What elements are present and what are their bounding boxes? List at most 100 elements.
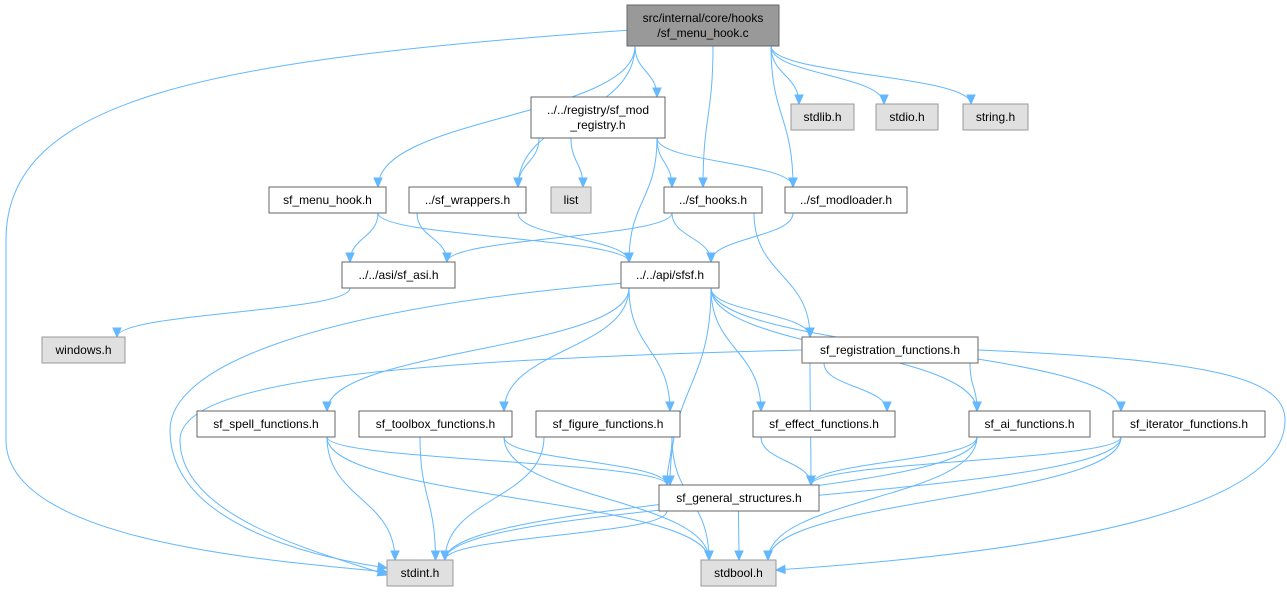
edge-sf_iterator-to-stdbool (767, 436, 1122, 561)
node-label: stdlib.h (803, 110, 841, 124)
edge-sf_mod_registry-to-sf_hooks-arrowhead (667, 177, 677, 189)
edge-sf_toolbox-to-stdint-arrowhead (430, 550, 441, 562)
edge-root-to-sf_menu_hook_h (377, 45, 636, 188)
edge-sf_wrappers-to-sf_asi (416, 212, 448, 263)
edge-sf_spell-to-sf_general (326, 436, 668, 486)
edge-sf_registration-to-sf_effect (823, 362, 888, 412)
edge-root-to-stdio-arrowhead (879, 94, 889, 106)
node-stdio: stdio.h (875, 103, 939, 131)
node-label: ../../api/sfsf.h (636, 268, 704, 282)
edge-sfsf-to-sf_spell (326, 287, 630, 412)
node-box (341, 261, 456, 289)
edge-sf_effect-to-sf_general (760, 436, 812, 486)
edge-sf_asi-to-windows-arrowhead (112, 327, 122, 339)
edge-sf_registration-to-sf_ai-arrowhead (972, 401, 982, 413)
edge-sf_wrappers-to-sfsf-arrowhead (624, 252, 634, 264)
node-sf-general[interactable]: sf_general_structures.h (658, 484, 820, 512)
node-label: /sf_menu_hook.c (657, 26, 748, 40)
node-label: sf_spell_functions.h (213, 417, 318, 431)
node-sfsf[interactable]: ../../api/sfsf.h (620, 261, 720, 289)
edge-root-to-sf_modloader (770, 45, 794, 188)
node-sf-figure[interactable]: sf_figure_functions.h (535, 410, 681, 438)
node-sf-asi[interactable]: ../../asi/sf_asi.h (341, 261, 456, 289)
edge-root-to-string-arrowhead (966, 94, 976, 106)
node-sf-toolbox[interactable]: sf_toolbox_functions.h (358, 410, 513, 438)
node-box (1112, 410, 1266, 438)
edge-sf_registration-to-stdbool (775, 349, 1286, 571)
edge-sf_general-to-stdint (444, 510, 668, 561)
node-sf-ai[interactable]: sf_ai_functions.h (968, 410, 1091, 438)
edge-sf_general-to-stdbool-arrowhead (734, 550, 744, 562)
edge-root-to-string (770, 45, 972, 105)
edge-sf_asi-to-windows (116, 287, 351, 338)
edge-sf_registration-to-stdint (179, 349, 803, 576)
edge-root-to-sf_hooks-arrowhead (698, 177, 708, 189)
edge-sf_mod_registry-to-sfsf (628, 137, 658, 263)
node-stdint: stdint.h (386, 559, 454, 587)
node-sf-mod-registry[interactable]: ../../registry/sf_mod_registry.h (530, 96, 666, 139)
node-sf-iterator[interactable]: sf_iterator_functions.h (1112, 410, 1266, 438)
node-label: sf_ai_functions.h (984, 417, 1074, 431)
node-sf-modloader[interactable]: ../sf_modloader.h (784, 186, 908, 214)
node-label: src/internal/core/hooks (643, 11, 764, 25)
node-box (663, 186, 763, 214)
edge-sf_toolbox-to-sf_general (503, 436, 668, 486)
node-box (196, 410, 336, 438)
edge-sf_mod_registry-to-sf_wrappers-arrowhead (513, 177, 523, 189)
node-label: stdbool.h (714, 566, 763, 580)
node-label: ../sf_hooks.h (679, 193, 747, 207)
node-box (41, 336, 126, 364)
node-label: sf_figure_functions.h (553, 417, 664, 431)
edge-sf_figure-to-stdint (444, 436, 545, 561)
edge-sf_registration-to-sf_effect-arrowhead (882, 401, 892, 413)
edge-sfsf-to-sf_toolbox-arrowhead (499, 401, 509, 413)
node-label: _registry.h (569, 118, 625, 132)
edge-sf_ai-to-sf_general (810, 436, 978, 486)
node-label: string.h (976, 110, 1015, 124)
edge-root-to-stdlib-arrowhead (794, 94, 804, 106)
node-sf-hooks[interactable]: ../sf_hooks.h (663, 186, 763, 214)
node-label: ../../asi/sf_asi.h (358, 268, 438, 282)
node-string: string.h (962, 103, 1029, 131)
node-box (550, 186, 592, 214)
edge-sf_iterator-to-sf_general-arrowhead (806, 475, 816, 487)
node-box (752, 410, 896, 438)
nodes-layer: src/internal/core/hooks/sf_menu_hook.c..… (41, 4, 1266, 587)
node-label: ../sf_wrappers.h (425, 193, 510, 207)
node-sf-effect[interactable]: sf_effect_functions.h (752, 410, 896, 438)
edge-sf_spell-to-stdint (326, 436, 396, 561)
edge-sf_hooks-to-sf_asi-arrowhead (442, 252, 452, 264)
node-box (968, 410, 1091, 438)
edge-sf_registration-to-stdint-arrowhead (376, 567, 389, 577)
node-sf-wrappers[interactable]: ../sf_wrappers.h (408, 186, 527, 214)
edge-root-to-sf_mod_registry-arrowhead (652, 87, 662, 99)
edge-sf_toolbox-to-stdbool (503, 436, 710, 561)
node-label: ../sf_modloader.h (800, 193, 892, 207)
node-sf-spell[interactable]: sf_spell_functions.h (196, 410, 336, 438)
node-box (626, 4, 780, 47)
node-label: sf_effect_functions.h (769, 417, 879, 431)
node-box (784, 186, 908, 214)
edge-sf_iterator-to-stdbool-arrowhead (763, 550, 773, 562)
node-label: stdio.h (889, 110, 924, 124)
edge-sfsf-to-sf_general (669, 287, 712, 486)
node-box (530, 96, 666, 139)
node-sf-registration[interactable]: sf_registration_functions.h (801, 336, 979, 364)
node-label: sf_toolbox_functions.h (376, 417, 495, 431)
edge-sfsf-to-sf_registration (710, 287, 811, 338)
node-label: windows.h (54, 343, 111, 357)
node-label: stdint.h (401, 566, 440, 580)
edge-root-to-sf_hooks (702, 45, 714, 188)
edge-sf_iterator-to-sf_general (810, 436, 1122, 486)
node-box (386, 559, 454, 587)
edge-sf_spell-to-stdint-arrowhead (390, 550, 400, 562)
edge-sf_hooks-to-sfsf (671, 212, 712, 263)
edge-sfsf-to-stdint (169, 282, 626, 569)
edge-sf_modloader-to-sfsf (710, 212, 794, 263)
node-root[interactable]: src/internal/core/hooks/sf_menu_hook.c (626, 4, 780, 47)
edge-root-to-stdint (5, 29, 632, 573)
edge-sf_figure-to-stdbool-arrowhead (704, 550, 714, 562)
edge-sf_figure-to-sf_general-arrowhead (662, 475, 672, 487)
node-sf-menu-hook-h[interactable]: sf_menu_hook.h (268, 186, 387, 214)
edge-sfsf-to-sf_figure (628, 287, 671, 412)
